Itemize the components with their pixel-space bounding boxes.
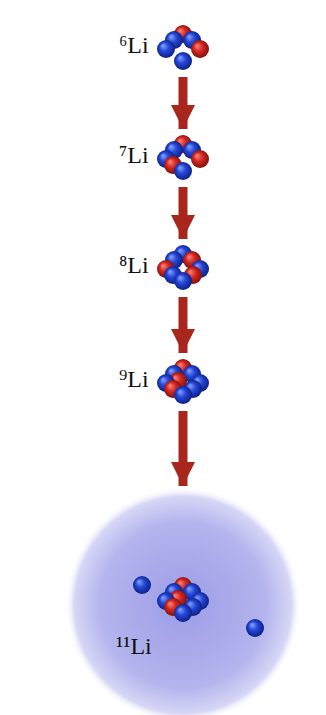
isotope: ⁹Li [119, 357, 209, 407]
nucleus [157, 135, 209, 180]
decay-arrow [179, 411, 188, 486]
halo-neutron [246, 619, 264, 637]
neutron [174, 52, 192, 70]
halo-neutron [133, 576, 151, 594]
nuclei [157, 25, 209, 622]
halo-isotope: ¹¹Li [68, 490, 298, 715]
isotope-label: ⁸Li [119, 251, 209, 279]
nucleus [157, 577, 209, 622]
isotope-label: ⁷Li [119, 141, 209, 169]
nucleus [157, 25, 209, 70]
decay-arrow [179, 297, 188, 353]
proton [191, 40, 209, 58]
isotope: ⁸Li [119, 243, 209, 293]
neutron [174, 386, 192, 404]
isotope-label: ¹¹Li [116, 632, 152, 660]
isotope-label: ⁹Li [119, 365, 209, 393]
neutron-halo [65, 487, 301, 715]
neutron [157, 40, 175, 58]
neutron [174, 162, 192, 180]
decay-arrow [179, 187, 188, 239]
nucleus [157, 245, 209, 290]
isotope: ⁶Li [119, 23, 209, 73]
proton [191, 150, 209, 168]
neutron [174, 272, 192, 290]
isotope: ⁷Li [119, 133, 209, 183]
isotope-label: ⁶Li [119, 31, 209, 59]
decay-arrow [179, 77, 188, 129]
neutron [174, 604, 192, 622]
nucleus [157, 359, 209, 404]
